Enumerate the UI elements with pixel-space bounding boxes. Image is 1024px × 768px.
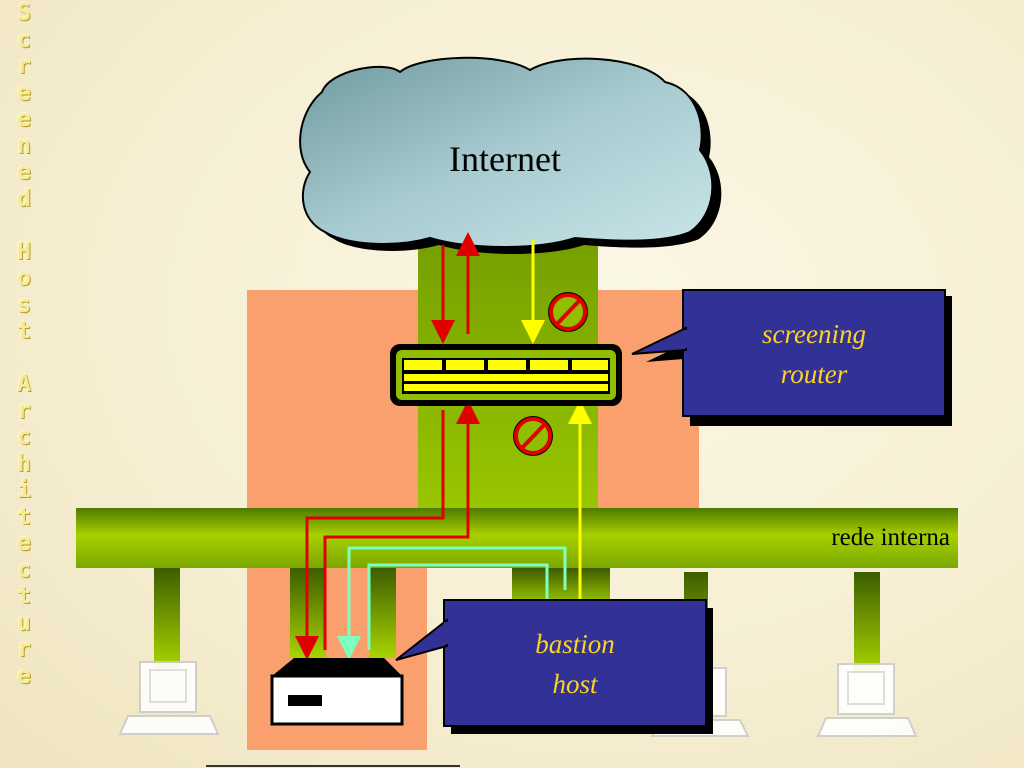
title-letter: t [17, 318, 31, 344]
title-letter: u [17, 609, 31, 636]
title-letter: i [17, 477, 31, 503]
bastion-label: bastion host [444, 624, 706, 704]
title-letter: c [17, 424, 31, 450]
lan-drop [154, 568, 180, 668]
internal-network-label: rede interna [831, 524, 950, 551]
title-letter: r [17, 636, 31, 662]
router-callout [631, 289, 952, 426]
title-letter: r [17, 397, 31, 424]
title-letter: c [17, 556, 31, 583]
title-letter: e [17, 662, 31, 689]
blocked-icon [513, 416, 553, 456]
title-letter: t [17, 583, 31, 609]
title-letter: e [17, 79, 31, 106]
title-letter: A [17, 371, 31, 397]
router-label-line1: screening [762, 319, 866, 349]
server-icon [270, 658, 404, 726]
cloud-icon [299, 56, 722, 254]
bastion-label-line1: bastion [535, 629, 615, 659]
title-letter: o [17, 265, 31, 291]
title-letter: e [17, 106, 31, 132]
title-letter: e [17, 530, 31, 556]
router-label: screening router [683, 314, 945, 394]
lan-drop [370, 568, 396, 658]
title-letter: s [17, 291, 31, 318]
title-letter: S [17, 0, 31, 26]
lan-drop [854, 572, 880, 672]
title-letter [17, 212, 31, 239]
internal-network-bar [76, 508, 958, 568]
arrow-cyan-to-bastion [337, 546, 567, 660]
title-letter: h [17, 450, 31, 477]
title-letter: d [17, 185, 31, 212]
computer-icon [118, 661, 220, 735]
title-letter [17, 345, 31, 372]
title-letter: r [17, 53, 31, 79]
title-letter: e [17, 159, 31, 185]
title-letter: t [17, 503, 31, 530]
computer-icon [816, 663, 918, 737]
router-label-line2: router [780, 359, 848, 389]
bastion-label-line2: host [552, 669, 598, 699]
blocked-icon [548, 292, 588, 332]
title-letter: c [17, 26, 31, 53]
router-icon [390, 344, 622, 406]
bastion-callout [395, 599, 713, 734]
title-letter: H [17, 238, 31, 265]
arrow-red-from-bastion [323, 400, 480, 650]
internet-label: Internet [449, 139, 561, 179]
title-letter: n [17, 132, 31, 159]
arrow-cyan-from-bastion [367, 563, 549, 650]
arrow-red-to-bastion [295, 410, 445, 660]
